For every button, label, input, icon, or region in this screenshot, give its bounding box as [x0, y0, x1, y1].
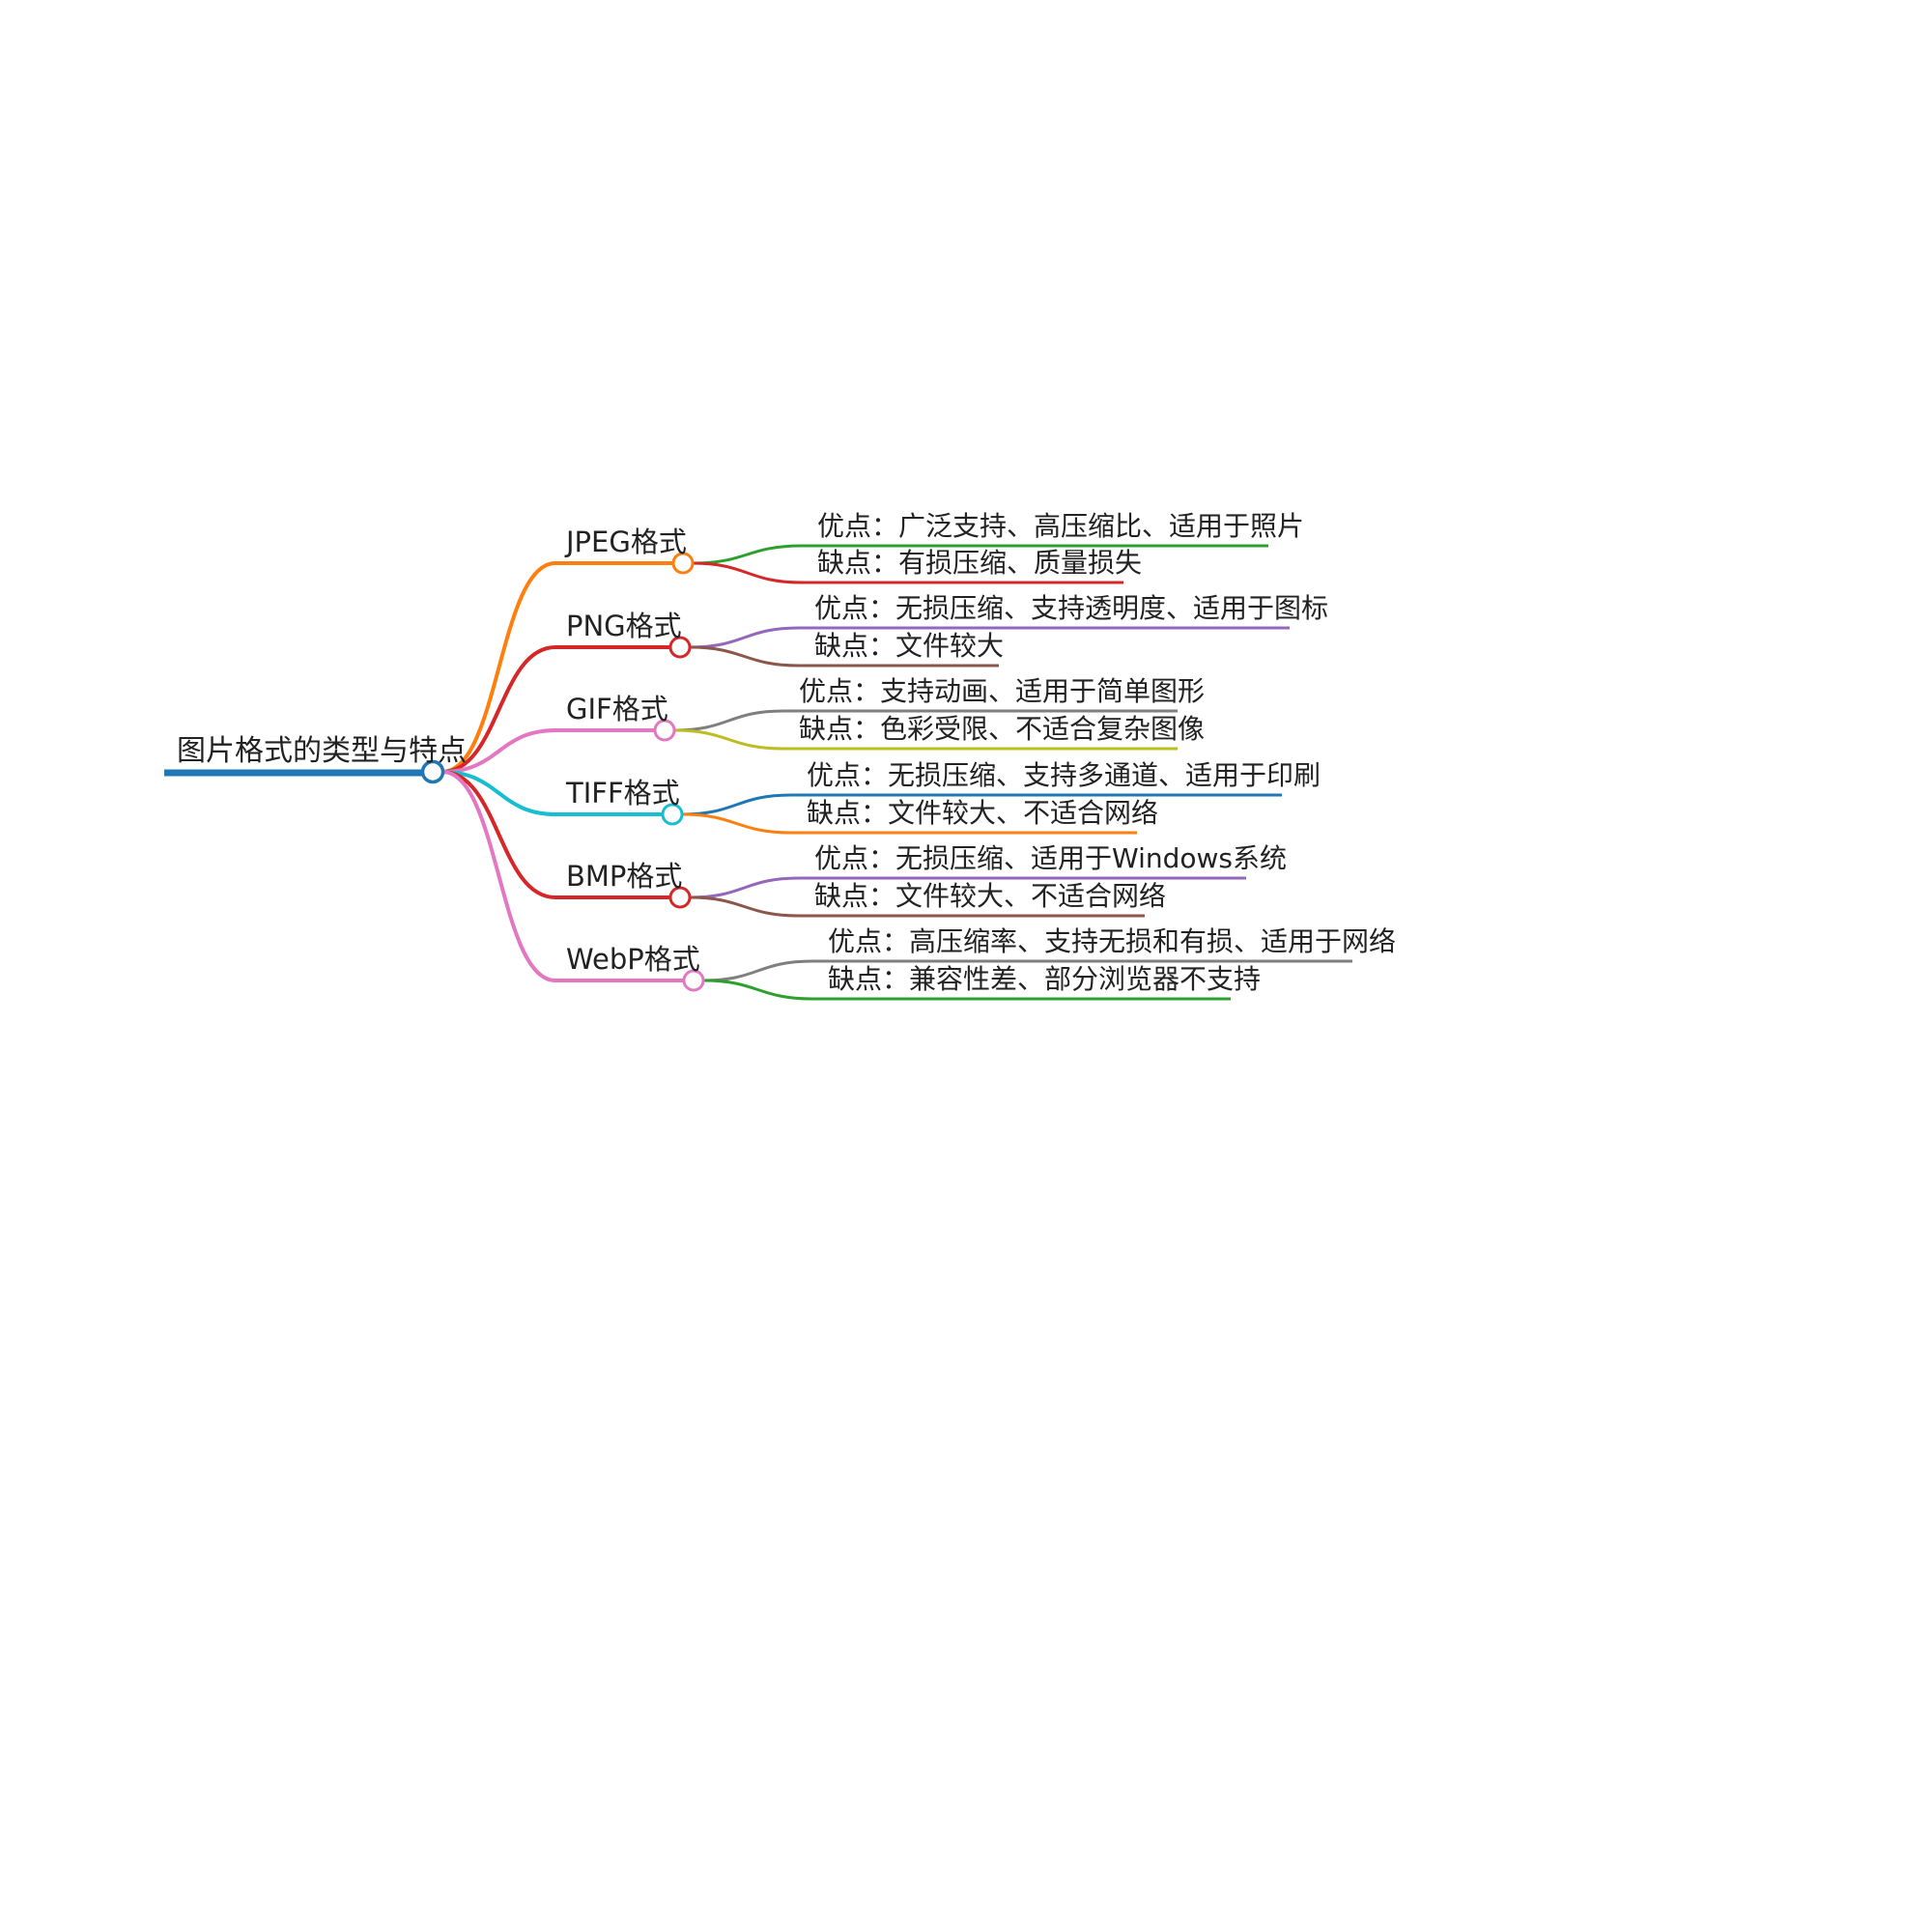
leaf-jpeg-pros[interactable]: 优点：广泛支持、高压缩比、适用于照片: [817, 510, 1305, 543]
leaf-tiff-pros[interactable]: 优点：无损压缩、支持多通道、适用于印刷: [807, 759, 1321, 792]
leaf-connector: [689, 876, 800, 899]
leaf-connector: [702, 959, 813, 982]
branch-node-circle-icon: [668, 636, 692, 659]
leaf-webp-pros[interactable]: 优点：高压缩率、支持无损和有损、适用于网络: [828, 925, 1397, 958]
branch-node-circle-icon: [653, 719, 676, 742]
node-underlines: [164, 544, 1352, 1001]
branch-node-circle-icon: [661, 803, 684, 826]
leaf-connector: [692, 544, 803, 565]
leaf-connector: [692, 561, 803, 584]
leaf-gif-cons[interactable]: 缺点：色彩受限、不适合复杂图像: [799, 713, 1206, 746]
leaf-connector: [673, 728, 784, 751]
root-topic[interactable]: 图片格式的类型与特点: [177, 734, 467, 769]
branch-node-circle-icon: [671, 552, 695, 575]
branch-jpeg[interactable]: JPEG格式: [566, 526, 687, 559]
leaf-webp-cons[interactable]: 缺点：兼容性差、部分浏览器不支持: [828, 963, 1262, 996]
leaf-connector: [681, 812, 792, 835]
branch-bmp[interactable]: BMP格式: [566, 860, 683, 894]
branch-connector: [441, 561, 556, 774]
leaf-bmp-pros[interactable]: 优点：无损压缩、适用于Windows系统: [814, 842, 1287, 875]
leaf-png-pros[interactable]: 优点：无损压缩、支持透明度、适用于图标: [814, 592, 1329, 625]
branch-connector: [441, 770, 556, 899]
branch-gif[interactable]: GIF格式: [566, 693, 668, 726]
branch-connector: [441, 728, 556, 774]
branch-connector: [441, 770, 556, 816]
connector-lines: [441, 544, 813, 1001]
leaf-tiff-cons[interactable]: 缺点：文件较大、不适合网络: [807, 797, 1159, 830]
leaf-jpeg-cons[interactable]: 缺点：有损压缩、质量损失: [817, 547, 1143, 580]
branch-png[interactable]: PNG格式: [566, 610, 682, 643]
root-node-circle-icon: [420, 759, 445, 784]
leaf-connector: [702, 979, 813, 1001]
leaf-gif-pros[interactable]: 优点：支持动画、适用于简单图形: [799, 675, 1206, 708]
branch-connector: [441, 770, 556, 982]
branch-tiff[interactable]: TIFF格式: [566, 777, 680, 810]
branch-node-circle-icon: [682, 969, 705, 992]
leaf-bmp-cons[interactable]: 缺点：文件较大、不适合网络: [814, 880, 1167, 913]
leaf-connector: [689, 626, 800, 649]
leaf-png-cons[interactable]: 缺点：文件较大: [814, 630, 1005, 663]
leaf-connector: [673, 709, 784, 732]
branch-node-circle-icon: [668, 886, 692, 909]
leaf-connector: [681, 793, 792, 816]
node-circles: [420, 552, 705, 992]
branch-webp[interactable]: WebP格式: [566, 943, 700, 977]
branch-connector: [441, 645, 556, 774]
leaf-connector: [689, 645, 800, 668]
leaf-connector: [689, 895, 800, 918]
